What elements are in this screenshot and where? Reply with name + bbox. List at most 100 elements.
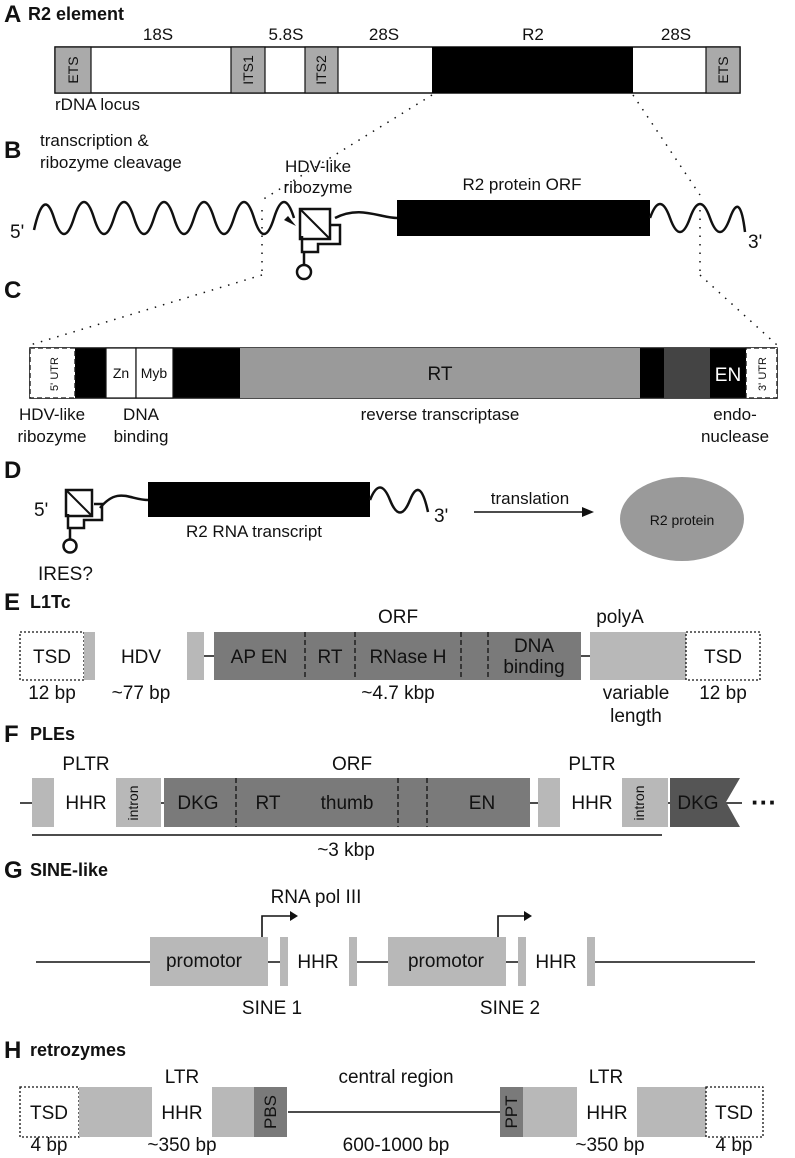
orf-box-e bbox=[214, 632, 581, 680]
tsd-length-right-h: 4 bp bbox=[716, 1135, 753, 1156]
endonuclease-label-1: endo- bbox=[713, 405, 756, 424]
ltr-label-left: LTR bbox=[165, 1067, 199, 1088]
ets-right-label: ETS bbox=[715, 56, 731, 83]
panel-a: A R2 element ETS 18S ITS1 5.8S ITS2 28S … bbox=[4, 1, 741, 114]
hdv-ribozyme-label-2: ribozyme bbox=[284, 178, 353, 197]
rdna-locus-bar bbox=[54, 46, 741, 94]
dkg-right-arrow bbox=[670, 778, 740, 827]
promotor-box-2 bbox=[388, 937, 506, 986]
rt-label-c: RT bbox=[428, 364, 453, 385]
hhr-inner-box-2 bbox=[526, 937, 587, 986]
five-prime-label-d: 5' bbox=[34, 500, 48, 521]
tss-arrowhead-1 bbox=[290, 911, 298, 921]
hhr-left-label-h: HHR bbox=[161, 1103, 202, 1124]
myb-label: Myb bbox=[141, 365, 168, 381]
five-prime-label-b: 5' bbox=[10, 222, 24, 243]
panel-h-letter: H bbox=[4, 1037, 21, 1064]
three-prime-label-d: 3' bbox=[434, 506, 448, 527]
zoom-line-a-right bbox=[632, 94, 701, 196]
hdv-ribozyme-label-1: HDV-like bbox=[285, 157, 351, 176]
three-prime-label-b: 3' bbox=[748, 232, 762, 253]
rna-link-b bbox=[334, 210, 398, 220]
hdv-like-label-1: HDV-like bbox=[19, 405, 85, 424]
tsd-length-left-e: 12 bp bbox=[28, 683, 76, 704]
orf-label-e: ORF bbox=[378, 607, 418, 628]
panel-b-caption-2: ribozyme cleavage bbox=[40, 153, 182, 172]
hhr-right-label-h: HHR bbox=[586, 1103, 627, 1124]
hhr-box-right-h bbox=[577, 1087, 637, 1137]
r2-rna-transcript-label: R2 RNA transcript bbox=[186, 522, 322, 541]
its2-box bbox=[304, 46, 339, 94]
panel-g: G SINE-like RNA pol III promotor HHR pro… bbox=[4, 857, 755, 1019]
tss-arrow-1 bbox=[261, 915, 296, 937]
rdna-locus-label: rDNA locus bbox=[55, 95, 140, 114]
central-region-label: central region bbox=[338, 1067, 453, 1088]
orf-label-f: ORF bbox=[332, 754, 372, 775]
promotor-label-1: promotor bbox=[166, 951, 243, 972]
sine-1-label: SINE 1 bbox=[242, 998, 302, 1019]
zn-label: Zn bbox=[113, 365, 129, 381]
reverse-transcriptase-label: reverse transcriptase bbox=[361, 405, 520, 424]
hhr-label-g-2: HHR bbox=[535, 952, 576, 973]
hdv-ribozyme-glyph-d bbox=[62, 488, 104, 554]
tsd-left-box-e bbox=[19, 631, 85, 681]
tss-arrowhead-2 bbox=[524, 911, 532, 921]
dna-binding-label-e-2: binding bbox=[503, 657, 564, 678]
tss-arrow-2 bbox=[497, 915, 528, 937]
ltr-length-right: ~350 bp bbox=[575, 1135, 644, 1156]
rna-wave-right-b bbox=[648, 202, 747, 234]
panel-h: H retrozymes LTR central region LTR TSD … bbox=[4, 1037, 764, 1156]
ets-left-box bbox=[54, 46, 92, 94]
hhr-label-g-1: HHR bbox=[297, 952, 338, 973]
promotor-label-2: promotor bbox=[408, 951, 485, 972]
dna-binding-label-e-1: DNA bbox=[514, 636, 554, 657]
rna-wave-left-b bbox=[32, 200, 296, 236]
panel-e-title: L1Tc bbox=[30, 592, 71, 612]
18s-label: 18S bbox=[143, 25, 173, 44]
ppt-box bbox=[500, 1087, 523, 1137]
panel-h-title: retrozymes bbox=[30, 1040, 126, 1060]
panel-a-letter: A bbox=[4, 1, 21, 28]
dna-binding-label-1: DNA bbox=[123, 405, 160, 424]
hdv-ribozyme-glyph-b bbox=[284, 207, 342, 281]
its1-box bbox=[230, 46, 266, 94]
rt-label-e: RT bbox=[318, 647, 343, 668]
translation-label: translation bbox=[491, 489, 569, 508]
5-8s-label: 5.8S bbox=[269, 25, 304, 44]
endonuclease-label-2: nuclease bbox=[701, 427, 769, 446]
its1-label: ITS1 bbox=[240, 55, 256, 85]
tsd-right-box-h bbox=[705, 1086, 764, 1138]
rt-label-f: RT bbox=[256, 793, 281, 814]
zoom-line-b-left bbox=[29, 274, 263, 346]
ppt-label: PPT bbox=[502, 1095, 521, 1128]
dna-binding-label-2: binding bbox=[114, 427, 169, 446]
panel-f: F PLEs HHR intron DKG RT thumb EN HHR in… bbox=[4, 721, 777, 861]
en-label-c: EN bbox=[715, 365, 741, 386]
pbs-label: PBS bbox=[261, 1095, 280, 1129]
dkg-label-right: DKG bbox=[677, 793, 718, 814]
rna-wave-right-d bbox=[368, 486, 430, 514]
utr3-label: 3' UTR bbox=[757, 357, 769, 391]
polya-box bbox=[590, 632, 686, 680]
hdv-like-label-2: ribozyme bbox=[18, 427, 87, 446]
central-region-length: 600-1000 bp bbox=[343, 1135, 450, 1156]
tsd-length-left-h: 4 bp bbox=[31, 1135, 68, 1156]
tsd-left-label-h: TSD bbox=[30, 1103, 68, 1124]
promotor-box-1 bbox=[150, 937, 268, 986]
hdv-inner-box bbox=[95, 632, 187, 680]
ap-en-label: AP EN bbox=[231, 647, 288, 668]
ets-left-label: ETS bbox=[65, 56, 81, 83]
rt-box bbox=[240, 348, 640, 398]
its2-label: ITS2 bbox=[313, 55, 329, 85]
intron-label-right: intron bbox=[631, 785, 647, 820]
panel-g-letter: G bbox=[4, 857, 23, 884]
28s-label-left: 28S bbox=[369, 25, 399, 44]
translation-arrowhead bbox=[582, 507, 594, 517]
size-label-f: ~3 kbp bbox=[317, 840, 375, 861]
myb-box bbox=[135, 347, 174, 399]
zn-box bbox=[105, 347, 137, 399]
variable-length-label-1: variable bbox=[603, 683, 670, 704]
tsd-length-right-e: 12 bp bbox=[699, 683, 747, 704]
rna-link-d bbox=[99, 494, 149, 509]
